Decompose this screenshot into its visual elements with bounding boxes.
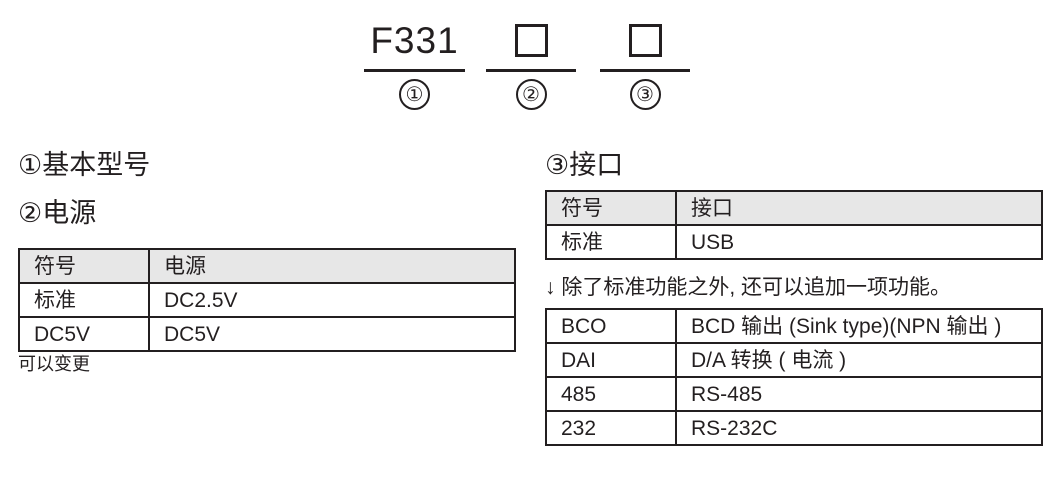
column-header-power: 电源: [148, 248, 516, 284]
model-number-slot-power: [486, 14, 576, 66]
model-number-marker-1: ①: [399, 79, 430, 110]
table-header-row: 符号 电源: [18, 248, 516, 284]
model-number-underline-3: [600, 69, 690, 72]
table-row: BCO BCD 输出 (Sink type)(NPN 输出 ): [545, 308, 1043, 344]
cell-interface: D/A 转换 ( 电流 ): [675, 342, 1043, 378]
option-table-note: ↓ 除了标准功能之外, 还可以追加一项功能。: [545, 276, 952, 299]
table-row: DAI D/A 转换 ( 电流 ): [545, 342, 1043, 378]
table-row: 485 RS-485: [545, 376, 1043, 412]
model-number-slot-interface: [600, 14, 690, 66]
cell-symbol: 232: [545, 410, 677, 446]
cell-symbol: 标准: [545, 224, 677, 260]
cell-interface: RS-485: [675, 376, 1043, 412]
cell-power: DC5V: [148, 316, 516, 352]
model-number-group-2: ②: [486, 14, 576, 110]
column-header-symbol: 符号: [18, 248, 150, 284]
model-number-diagram: F331 ① ② ③: [0, 0, 1062, 125]
table-row: 232 RS-232C: [545, 410, 1043, 446]
power-spec-table: 符号 电源 标准 DC2.5V DC5V DC5V: [18, 248, 516, 352]
table-row: 标准 DC2.5V: [18, 282, 516, 318]
model-number-underline-2: [486, 69, 576, 72]
table-row: DC5V DC5V: [18, 316, 516, 352]
empty-box-icon: [628, 23, 662, 57]
cell-interface: RS-232C: [675, 410, 1043, 446]
model-number-marker-3: ③: [629, 79, 661, 110]
model-number-marker-2: ②: [515, 79, 547, 110]
cell-symbol: BCO: [545, 308, 677, 344]
section-heading-basic-model: ①基本型号: [18, 150, 151, 180]
cell-symbol: 485: [545, 376, 677, 412]
interface-spec-table: 符号 接口 标准 USB: [545, 190, 1043, 260]
model-number-group-3: ③: [600, 14, 690, 110]
column-header-interface: 接口: [675, 190, 1043, 226]
model-number-slot-base: F331: [364, 14, 465, 66]
table-row: 标准 USB: [545, 224, 1043, 260]
cell-symbol: DAI: [545, 342, 677, 378]
section-heading-power: ②电源: [18, 198, 97, 228]
model-number-group-1: F331 ①: [364, 14, 465, 110]
cell-interface: USB: [675, 224, 1043, 260]
column-header-symbol: 符号: [545, 190, 677, 226]
model-number-base-code: F331: [370, 19, 459, 61]
model-number-underline-1: [364, 69, 465, 72]
cell-symbol: 标准: [18, 282, 150, 318]
table-header-row: 符号 接口: [545, 190, 1043, 226]
cell-symbol: DC5V: [18, 316, 150, 352]
power-table-note: 可以变更: [18, 354, 90, 374]
interface-option-table: BCO BCD 输出 (Sink type)(NPN 输出 ) DAI D/A …: [545, 308, 1043, 446]
cell-power: DC2.5V: [148, 282, 516, 318]
section-heading-interface: ③接口: [545, 150, 624, 180]
empty-box-icon: [514, 23, 548, 57]
cell-interface: BCD 输出 (Sink type)(NPN 输出 ): [675, 308, 1043, 344]
